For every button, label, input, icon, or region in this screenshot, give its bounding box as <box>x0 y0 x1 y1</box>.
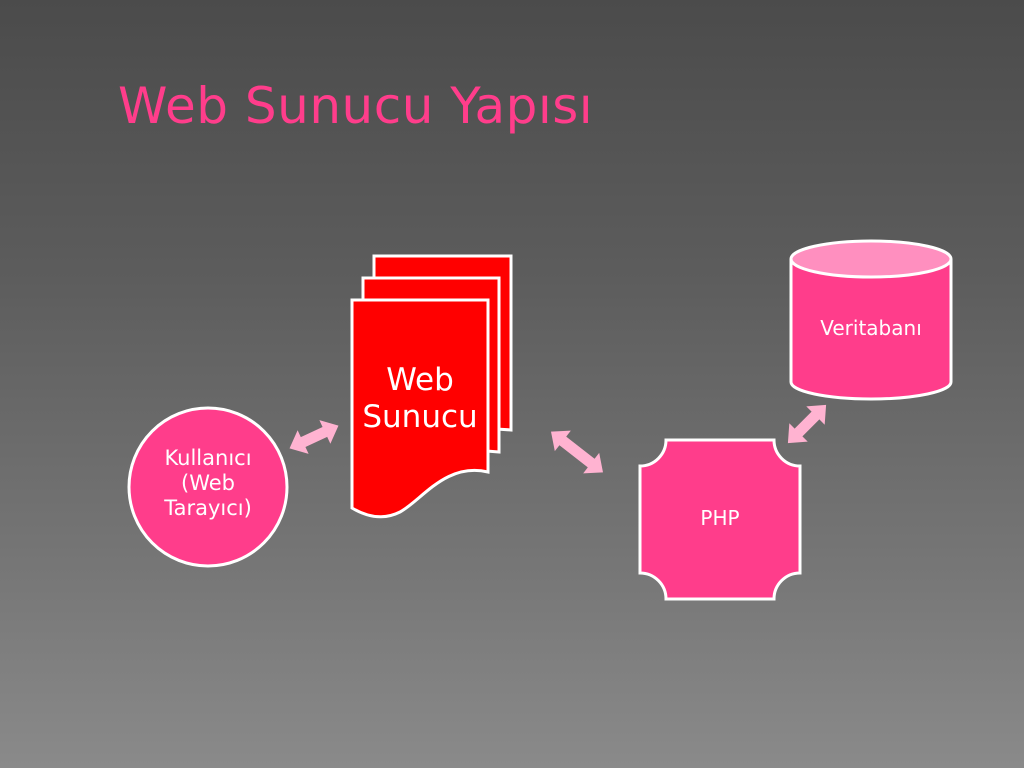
arrow-php-database <box>787 404 827 444</box>
arrow-web_server-php <box>550 430 604 474</box>
database-node <box>789 239 953 401</box>
php-node <box>638 438 802 601</box>
arrow-user-web_server <box>289 420 339 454</box>
document-front-sheet <box>350 298 490 519</box>
cylinder-body <box>789 259 953 401</box>
slide-title: Web Sunucu Yapısı <box>118 77 594 135</box>
cylinder-top <box>789 239 953 279</box>
user-node <box>127 406 289 568</box>
web-server-node <box>350 254 513 519</box>
php-label: PHP <box>700 506 740 530</box>
database-label: Veritabanı <box>820 316 922 340</box>
